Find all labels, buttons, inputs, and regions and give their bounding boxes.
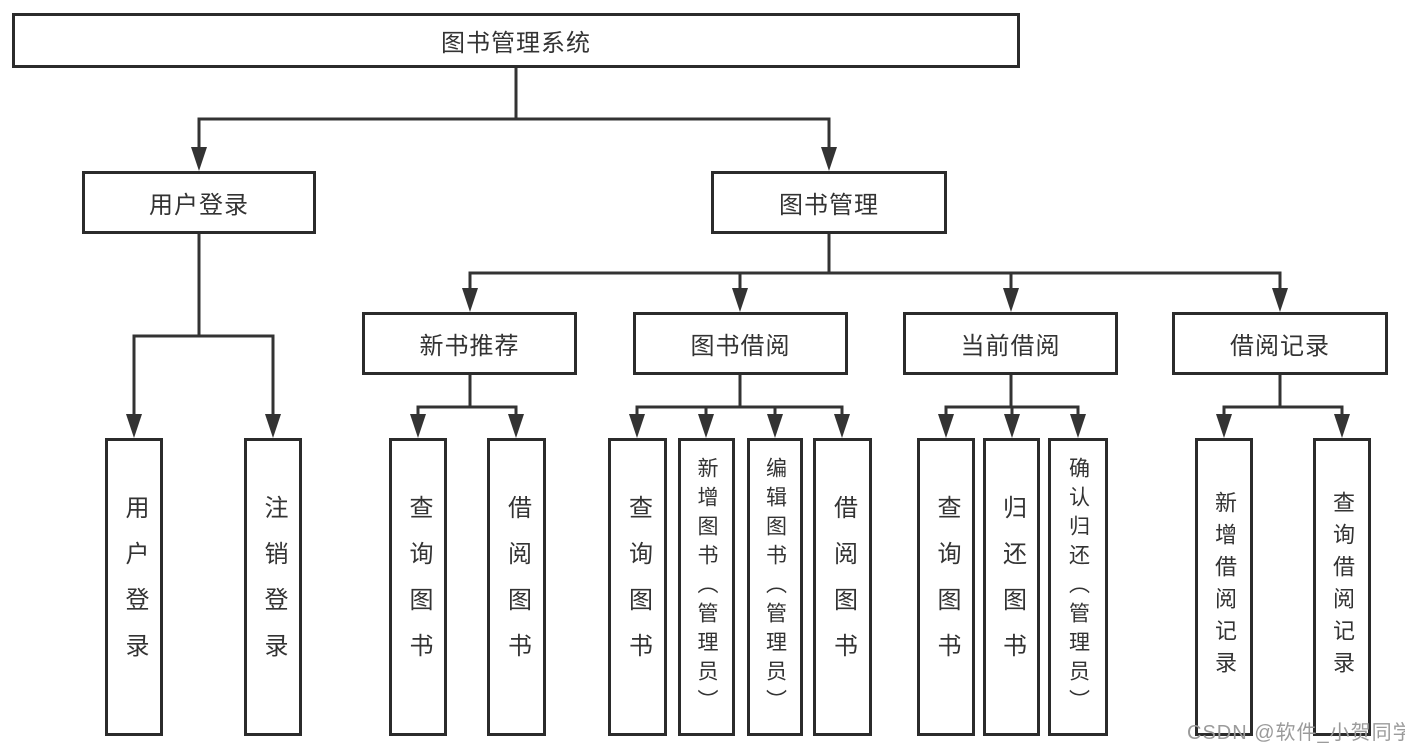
leaf-add-book-admin: 新增图书（管理员） [678, 438, 735, 736]
leaf-user-login: 用户登录 [105, 438, 163, 736]
arrow-icon [508, 414, 524, 438]
node-current-borrow: 当前借阅 [903, 312, 1118, 375]
leaf-query-book-current: 查询图书 [917, 438, 975, 736]
leaf-confirm-return-admin: 确认归还（管理员） [1048, 438, 1108, 736]
node-borrow-records: 借阅记录 [1172, 312, 1388, 375]
arrow-icon [821, 147, 837, 171]
leaf-query-borrow-record: 查询借阅记录 [1313, 438, 1371, 736]
arrow-icon [629, 414, 645, 438]
arrow-icon [938, 414, 954, 438]
leaf-query-book-borrow: 查询图书 [608, 438, 667, 736]
leaf-edit-book-admin: 编辑图书（管理员） [747, 438, 803, 736]
arrow-icon [265, 414, 281, 438]
node-root: 图书管理系统 [12, 13, 1020, 68]
arrow-icon [1272, 288, 1288, 312]
arrow-icon [1334, 414, 1350, 438]
arrow-icon [126, 414, 142, 438]
arrow-icon [834, 414, 850, 438]
arrow-icon [1004, 414, 1020, 438]
node-book-borrow: 图书借阅 [633, 312, 848, 375]
leaf-query-book-recommend: 查询图书 [389, 438, 447, 736]
arrow-icon [410, 414, 426, 438]
arrow-icon [698, 414, 714, 438]
node-user-login: 用户登录 [82, 171, 316, 234]
arrow-icon [191, 147, 207, 171]
arrow-icon [1003, 288, 1019, 312]
node-new-book-recommend: 新书推荐 [362, 312, 577, 375]
arrow-icon [1070, 414, 1086, 438]
arrow-icon [732, 288, 748, 312]
leaf-logout: 注销登录 [244, 438, 302, 736]
arrow-icon [767, 414, 783, 438]
watermark: CSDN @软件_小贺同学 [1187, 722, 1405, 744]
arrow-icon [1216, 414, 1232, 438]
leaf-add-borrow-record: 新增借阅记录 [1195, 438, 1253, 736]
leaf-return-book: 归还图书 [983, 438, 1040, 736]
leaf-borrow-book-recommend: 借阅图书 [487, 438, 546, 736]
node-book-management: 图书管理 [711, 171, 947, 234]
leaf-borrow-book: 借阅图书 [813, 438, 872, 736]
arrow-icon [462, 288, 478, 312]
